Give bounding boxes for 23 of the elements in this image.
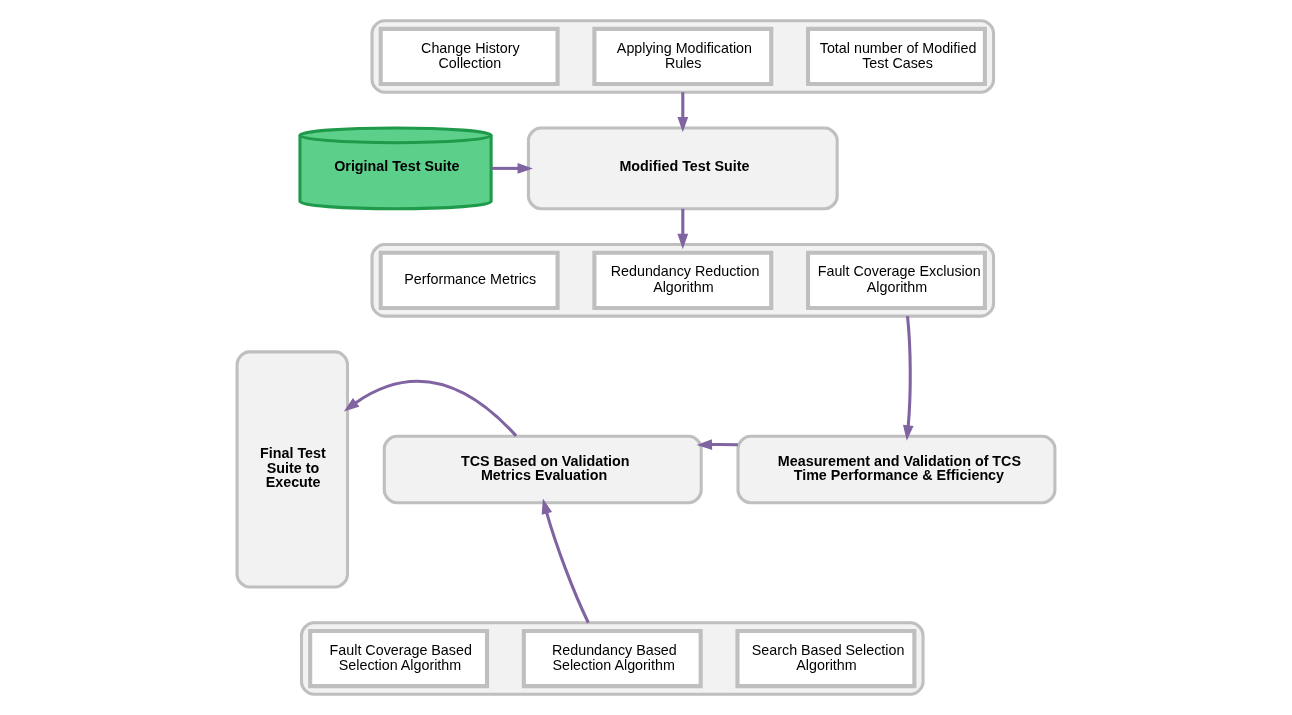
- node-box: Fault Coverage Exclusion Algorithm: [806, 250, 987, 310]
- node-box: Fault Coverage Based Selection Algorithm: [308, 628, 490, 689]
- arrow: [677, 92, 689, 133]
- node-box: Applying Modification Rules: [592, 26, 774, 87]
- cluster: [370, 19, 996, 94]
- node-box: Modified Test Suite: [526, 126, 839, 211]
- node-box: Change History Collection: [378, 26, 560, 87]
- node-box: Performance Metrics: [378, 250, 560, 310]
- arrow: [677, 208, 689, 250]
- cluster: [370, 243, 996, 318]
- arrow: [696, 439, 738, 450]
- arrow: [343, 379, 518, 437]
- node-box: Final Test Suite to Execute: [235, 350, 350, 589]
- node-box: Redundancy Reduction Algorithm: [592, 250, 774, 310]
- node-box: Redundancy Based Selection Algorithm: [521, 628, 703, 689]
- arrow: [541, 498, 590, 624]
- cluster: [299, 621, 925, 696]
- arrow: [491, 163, 533, 174]
- arrow: [902, 315, 914, 441]
- node-box: Total number of Modified Test Cases: [806, 26, 987, 87]
- node-box: Search Based Selection Algorithm: [735, 628, 917, 689]
- node-box: TCS Based on Validation Metrics Evaluation: [382, 434, 703, 505]
- node-box: Measurement and Validation of TCS Time Performance & Efficiency: [736, 434, 1057, 505]
